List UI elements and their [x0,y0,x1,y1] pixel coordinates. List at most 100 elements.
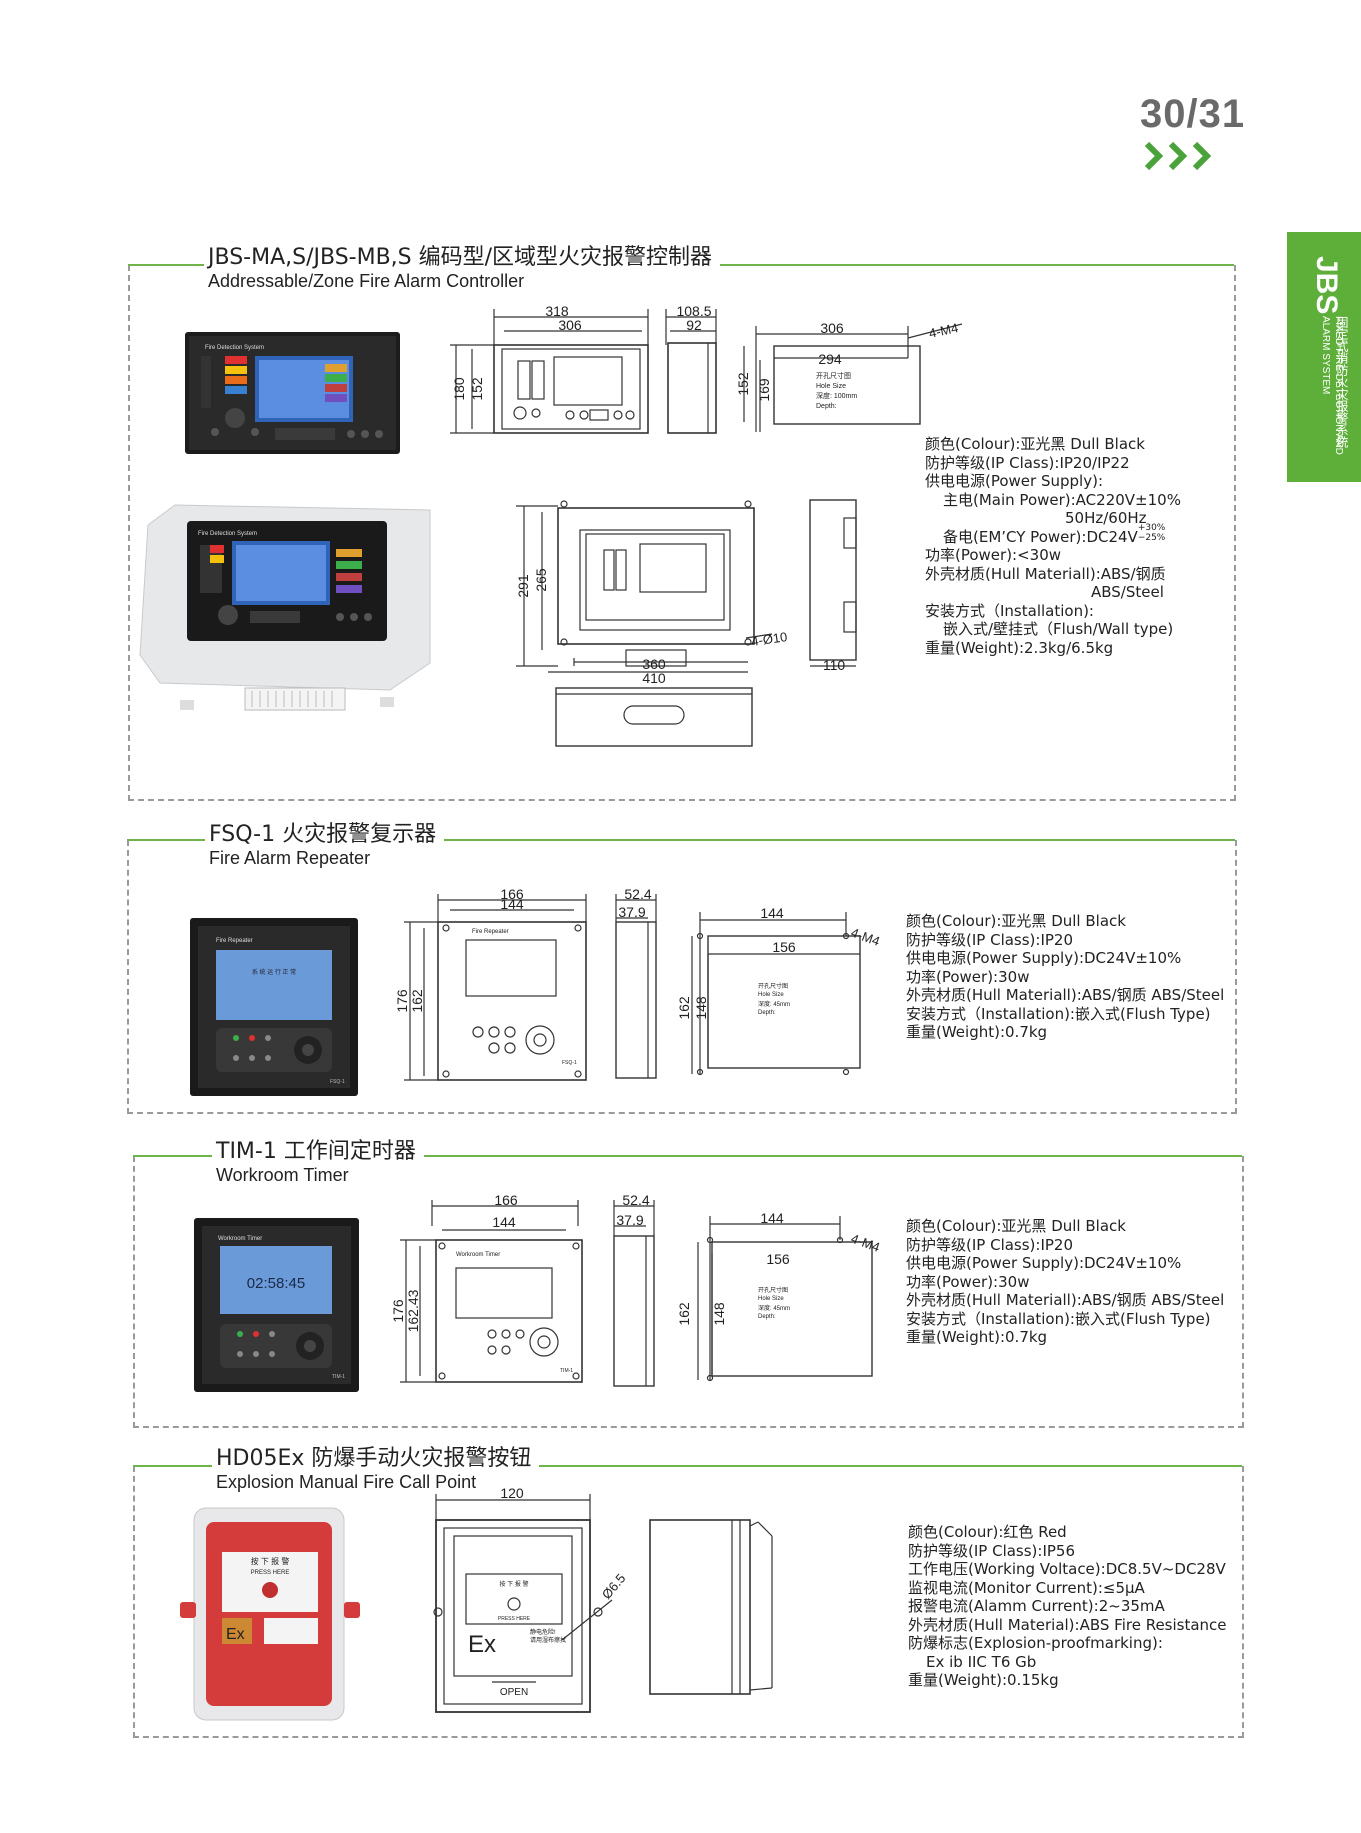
svg-text:Hole Size: Hole Size [816,383,846,390]
dim-cut-hole: 4-M4 [928,320,960,341]
svg-text:开孔尺寸图: 开孔尺寸图 [758,1286,788,1294]
side-view-drawing: 108.5 92 [665,303,717,434]
repeater-cutout-drawing: 144 156 162 148 4-M4 开孔尺寸图 Hole Size 深度:… [676,905,882,1076]
dim-front-w1: 318 [545,303,569,319]
dim-cut-h2: 169 [756,378,772,402]
dim-side-w1: 108.5 [676,303,711,319]
svg-text:Depth:: Depth: [758,1314,776,1320]
svg-text:120: 120 [500,1485,524,1501]
svg-text:TIM-1: TIM-1 [560,1368,573,1374]
timer-cutout-drawing: 144 156 162 148 4-M4 开孔尺寸图 Hole Size 深度:… [676,1210,882,1382]
dim-wall-w1: 360 [642,656,666,672]
dim-front-h2: 152 [469,377,485,401]
svg-text:深度: 45mm: 深度: 45mm [758,1304,790,1312]
svg-text:52.4: 52.4 [624,886,651,902]
svg-text:请用湿布擦拭: 请用湿布擦拭 [530,1636,566,1644]
svg-text:4-M4: 4-M4 [849,1231,882,1255]
dim-cut-w1: 306 [820,320,844,336]
svg-text:156: 156 [766,1251,790,1267]
title-zh: JBS-MA,S/JBS-MB,S 编码型/区域型火灾报警控制器 [208,245,713,270]
dim-cut-w2: 294 [818,351,842,367]
svg-text:FSQ-1: FSQ-1 [562,1060,577,1066]
repeater-side-drawing: 52.4 37.9 [615,886,657,1079]
specs-controller: 颜色(Colour):亚光黑 Dull Black 防护等级(IP Class)… [925,435,1181,657]
controller-panel-photo: Fire Detection System [185,332,400,454]
section-controller [128,265,1236,801]
svg-text:144: 144 [500,896,524,912]
wallbox-drawing: 291 265 360 410 4-Ø10 [515,500,788,747]
section-divider [133,1155,1242,1157]
svg-text:按 下 报 警: 按 下 报 警 [499,1580,528,1588]
svg-text:02:58:45: 02:58:45 [247,1275,305,1292]
dim-cut-h1: 152 [735,372,751,396]
timer-side-drawing: 52.4 37.9 [613,1192,655,1387]
svg-text:Hole Size: Hole Size [758,1296,784,1302]
svg-text:148: 148 [693,996,709,1020]
side-tab: JBS 固定式消防火灾报警系统 FIXED FIRE DETECTION AND… [1287,232,1361,482]
section-title: HD05Ex 防爆手动火灾报警按钮 Explosion Manual Fire … [212,1440,540,1493]
section-title: TIM-1 工作间定时器 Workroom Timer [212,1133,424,1186]
svg-text:162.43: 162.43 [405,1289,421,1332]
svg-text:系 统 运 行 正 常: 系 统 运 行 正 常 [252,968,296,976]
svg-text:深度: 100mm: 深度: 100mm [816,391,857,400]
dim-side-w2: 92 [686,317,702,333]
svg-text:FSQ-1: FSQ-1 [330,1079,345,1085]
svg-text:144: 144 [492,1214,516,1230]
section-title: FSQ-1 火灾报警复示器 Fire Alarm Repeater [205,816,445,869]
svg-text:开孔尺寸图: 开孔尺寸图 [758,982,788,990]
svg-text:162: 162 [676,1302,692,1326]
timer-front-drawing: 166 144 176 162.43 Workroom Timer TIM-1 [390,1192,583,1383]
timer-photo: Workroom Timer 02:58:45 TIM-1 [194,1218,359,1392]
chevrons-icon [1144,141,1212,171]
svg-text:37.9: 37.9 [618,904,645,920]
side-tab-line1: 固定式消防火灾报警系统 [1335,316,1349,448]
svg-text:Ex: Ex [226,1626,245,1643]
side-tab-brand: JBS [1310,256,1343,315]
controller-wallbox-photo: Fire Detection System [139,504,431,711]
wallbox-side-drawing: 110 [809,499,857,673]
svg-text:Fire Repeater: Fire Repeater [216,938,253,944]
section-repeater [127,840,1237,1114]
callpoint-photo: 按 下 报 警 PRESS HERE Ex [180,1507,360,1721]
specs-timer: 颜色(Colour):亚光黑 Dull Black 防护等级(IP Class)… [906,1217,1225,1346]
svg-text:静电危险!: 静电危险! [530,1628,556,1636]
svg-text:Workroom Timer: Workroom Timer [218,1236,262,1242]
section-timer [133,1156,1244,1428]
device-label: Fire Detection System [205,345,264,351]
title-en: Addressable/Zone Fire Alarm Controller [208,271,525,291]
svg-text:Hole Size: Hole Size [758,992,784,998]
page-number: 30/31 [1140,92,1246,136]
svg-text:148: 148 [711,1302,727,1326]
dim-wall-h2: 265 [533,568,549,592]
svg-text:开孔尺寸图: 开孔尺寸图 [816,371,851,380]
section-divider [133,1465,1242,1467]
dim-wall-h1: 291 [515,574,531,598]
svg-text:52.4: 52.4 [622,1192,649,1208]
svg-text:166: 166 [500,886,524,902]
svg-text:162: 162 [409,989,425,1013]
callpoint-front-drawing: 120 Ø6.5 按 下 报 警 PRESS HERE Ex 静电危险! 请用湿… [433,1485,628,1713]
svg-text:PRESS HERE: PRESS HERE [498,1616,531,1622]
dim-wall-hole: 4-Ø10 [750,629,788,649]
svg-text:Ex: Ex [468,1631,496,1658]
svg-text:PRESS HERE: PRESS HERE [251,1570,290,1576]
dim-front-w2: 306 [558,317,582,333]
svg-text:按 下 报 警: 按 下 报 警 [251,1556,290,1566]
svg-text:166: 166 [494,1192,518,1208]
dim-wall-w2: 410 [642,670,666,686]
svg-text:Fire Detection System: Fire Detection System [198,531,257,537]
svg-text:Depth:: Depth: [758,1010,776,1016]
svg-text:144: 144 [760,905,784,921]
svg-text:TIM-1: TIM-1 [332,1374,345,1380]
repeater-photo: Fire Repeater 系 统 运 行 正 常 FSQ-1 [190,918,358,1096]
svg-text:4-M4: 4-M4 [849,925,882,949]
svg-text:176: 176 [394,989,410,1013]
callpoint-side-drawing [649,1519,773,1695]
dim-front-h1: 180 [451,377,467,401]
svg-text:Workroom Timer: Workroom Timer [456,1252,500,1258]
side-tab-line2: FIXED FIRE DETECTION AND ALARM SYSTEM [1320,316,1344,455]
svg-text:162: 162 [676,996,692,1020]
section-callpoint [133,1466,1244,1738]
section-title: JBS-MA,S/JBS-MB,S 编码型/区域型火灾报警控制器 Address… [204,239,721,292]
front-view-drawing: 318 306 180 152 [450,303,649,434]
